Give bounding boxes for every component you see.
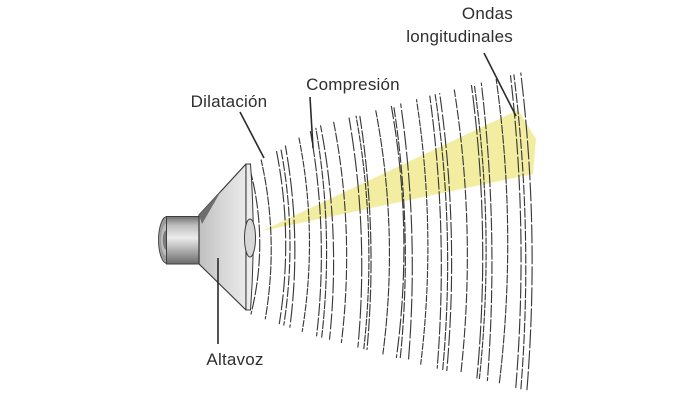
leader-line-compresion: [309, 96, 314, 149]
leader-line-ondas-longitudinales: [483, 52, 517, 117]
label-dilatacion: Dilatación: [190, 92, 268, 111]
wavefront-arc: [333, 121, 348, 344]
wavefront-arc: [298, 137, 311, 332]
label-altavoz: Altavoz: [206, 350, 264, 369]
wavefront-arc: [520, 72, 533, 391]
label-ondas-line1: Ondas: [461, 4, 513, 23]
wavefront-arc: [348, 117, 363, 348]
leader-lines: [217, 52, 517, 344]
wavefront-arc: [248, 166, 261, 315]
wavefront-arc: [439, 93, 453, 372]
wavefront-arc: [513, 74, 527, 390]
speaker: [158, 163, 256, 311]
wavefront-arc: [453, 89, 468, 375]
wavefront-arc: [480, 82, 493, 382]
wavefront-arc: [393, 105, 406, 360]
wavefront-arc: [320, 125, 335, 340]
wavefront-arc: [309, 130, 322, 337]
wavefront-arc: [429, 95, 442, 369]
wavefront-arc: [280, 148, 291, 326]
wavefront-arcs: [248, 72, 533, 391]
leader-line-dilatacion: [239, 111, 265, 159]
wavefront-arc: [495, 78, 509, 385]
speaker-cone: [198, 163, 247, 311]
wavefront-arc: [470, 84, 484, 379]
wavefront-arc: [359, 114, 372, 351]
label-compresion: Compresión: [306, 75, 400, 94]
wavefront-arc: [415, 99, 429, 365]
speaker-cone-shadow: [199, 191, 221, 224]
wavefront-arc: [509, 75, 522, 389]
highlight-beam: [262, 110, 536, 231]
wavefront-arc: [375, 110, 390, 355]
wavefront-arc: [275, 150, 287, 325]
wavefront-arc: [390, 105, 405, 359]
speaker-dust-cap: [244, 218, 256, 258]
speaker-magnet: [166, 216, 200, 265]
label-ondas-line2: longitudinales: [406, 27, 513, 46]
wavefront-arc: [315, 127, 328, 338]
wavefront-arc: [284, 145, 296, 328]
wavefront-arc: [434, 94, 449, 371]
wavefront-arc: [260, 159, 272, 320]
label-ondas-longitudinales: Ondas longitudinales: [406, 2, 513, 48]
wavefront-arc: [355, 115, 370, 350]
wavefront-arc: [400, 103, 413, 362]
wavefront-arc: [473, 84, 487, 380]
